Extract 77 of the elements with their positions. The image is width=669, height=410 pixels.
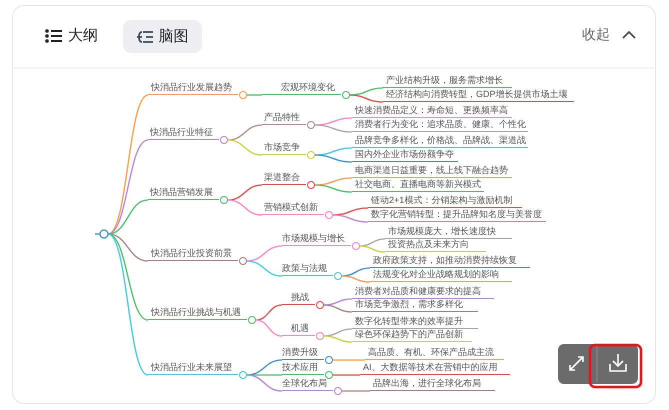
branch-label: 宏观环境变化	[262, 82, 350, 100]
leaf-label: 经济结构向消费转型，GDP增长提供市场土壤	[383, 89, 574, 102]
connector-line	[332, 214, 368, 223]
branch-label: 政策与法规	[282, 263, 342, 281]
branch-label: 机遇	[282, 323, 324, 341]
connector-line	[314, 154, 352, 163]
connector-line	[350, 87, 384, 96]
branch-label: 快消品营销发展	[148, 187, 228, 205]
connector-line	[360, 245, 386, 253]
connector-line	[324, 335, 352, 343]
branch-label: 挑战	[282, 292, 324, 310]
connector-line	[228, 124, 262, 141]
connector-line	[228, 184, 262, 201]
branch-label: 快消品行业发展趋势	[148, 82, 247, 100]
connector-line	[342, 267, 370, 277]
leaf-label: 数字化营销转型：提升品牌知名度与美誉度	[368, 209, 546, 222]
branch-label: 市场规模与增长	[282, 233, 360, 251]
leaf-label: 消费者对品质和健康要求的提高	[352, 286, 494, 299]
leaf-label: 国内外企业市场份额争夺	[352, 149, 458, 162]
leaf-label: 市场竞争激烈，需求多样化	[352, 299, 478, 312]
leaf-label: 市场规模庞大，增长速度快	[385, 226, 512, 239]
connector-line	[324, 298, 352, 306]
leaf-label: 高品质、有机、环保产品成主流	[365, 347, 504, 360]
connector-line	[108, 139, 148, 235]
connector-line	[108, 199, 148, 235]
connector-line	[256, 319, 282, 337]
connector-line	[246, 260, 282, 277]
connector-line	[228, 199, 262, 216]
connector-line	[228, 139, 262, 156]
leaf-label: 投资热点及未来方向	[385, 239, 486, 252]
branch-label: 全球化布局	[282, 378, 342, 396]
leaf-label: 品牌出海，进行全球化布局	[370, 378, 495, 391]
connector-line	[246, 94, 262, 96]
connector-line	[350, 94, 384, 103]
leaf-label: 电商渠道日益重要，线上线下融合趋势	[352, 165, 512, 178]
branch-label: 市场竞争	[262, 142, 315, 160]
connector-line	[360, 238, 386, 247]
connector-line	[332, 207, 368, 216]
branch-label: 渠道整合	[262, 172, 315, 190]
leaf-label: 社交电商、直播电商等新兴模式	[352, 179, 484, 192]
leaf-label: 数字化转型带来的效率提升	[352, 316, 478, 329]
connector-line	[246, 359, 282, 376]
branch-label: 技术应用	[282, 362, 333, 380]
leaf-label: 链动2+1模式：分销架构与激励机制	[368, 195, 522, 208]
connector-line	[246, 245, 282, 262]
connector-line	[256, 304, 282, 321]
mindmap-tab: 脑图	[123, 20, 202, 53]
leaf-label: 产业结构升级，服务需求增长	[383, 75, 512, 88]
leaf-label: 快速消费品定义：寿命短、更换频率高	[352, 105, 512, 118]
connector-line	[332, 374, 360, 376]
connector-line	[324, 304, 352, 313]
root-circle	[95, 229, 109, 239]
connector-line	[324, 328, 352, 337]
connector-line	[342, 275, 370, 283]
branch-label: 快消品行业投资前景	[148, 248, 247, 266]
collapse-button: 收起	[582, 26, 636, 44]
leaf-label: 法规变化对企业战略规划的影响	[370, 269, 512, 282]
branch-label: 快消品行业挑战与机遇	[148, 307, 256, 325]
leaf-label: AI、大数据等技术在营销中的应用	[360, 362, 510, 375]
connector-line	[108, 94, 148, 235]
outline-tab: 大纲	[45, 26, 98, 45]
leaf-label: 品牌竞争多样化，价格战、品牌战、渠道战	[352, 135, 528, 148]
connector-line	[314, 184, 352, 193]
connector-line	[314, 124, 352, 133]
leaf-label: 绿色环保趋势下的产品创新	[352, 329, 472, 342]
branch-label: 快消品行业特征	[148, 127, 228, 145]
leaf-label: 消费者行为变化：追求品质、健康、个性化	[352, 119, 528, 132]
branch-label: 产品特性	[262, 112, 315, 130]
branch-label: 快消品行业未来展望	[148, 362, 247, 380]
leaf-label: 政府政策支持，如推动消费持续恢复	[370, 255, 530, 268]
branch-label: 营销模式创新	[262, 202, 333, 220]
connector-line	[108, 233, 148, 376]
connector-line	[332, 359, 365, 361]
connector-line	[246, 374, 282, 392]
connector-line	[342, 390, 370, 392]
connector-line	[108, 233, 148, 321]
connector-line	[108, 233, 148, 262]
